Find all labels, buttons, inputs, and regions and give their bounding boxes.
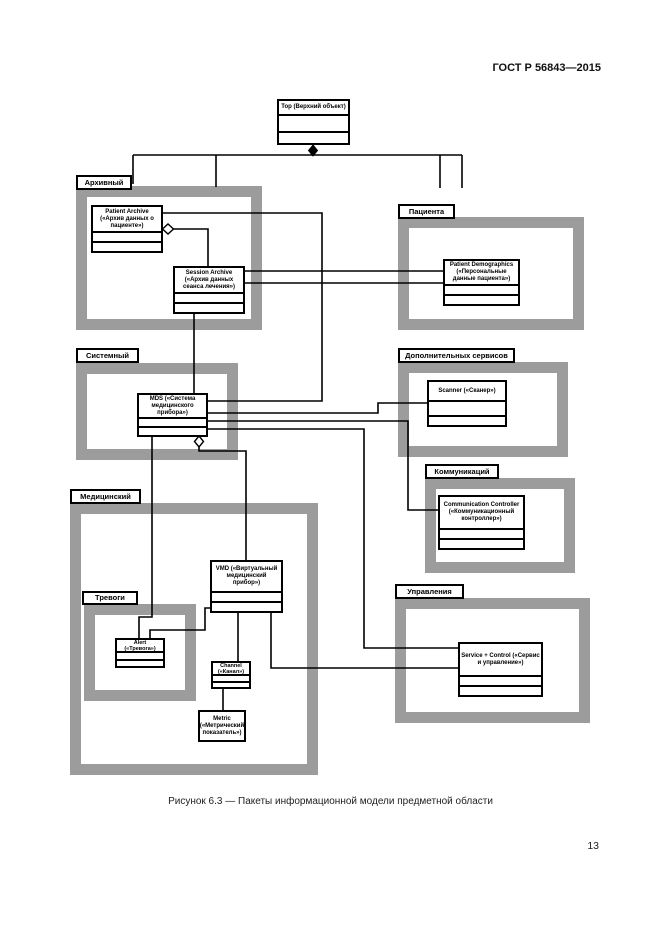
class-top-attributes: [279, 116, 348, 133]
class-communication-controller-attributes: [440, 530, 523, 540]
package-patient-frame: [398, 217, 584, 330]
class-mds: MDS («Система медицинского прибора»): [137, 393, 208, 437]
class-patient-demographics-attributes: [445, 286, 518, 296]
class-mds-operations: [139, 428, 206, 435]
class-session-archive-operations: [175, 304, 243, 312]
class-scanner-attributes: [429, 402, 505, 417]
class-top: Top (Верхний объект): [277, 99, 350, 145]
class-communication-controller-title: Communication Controller («Коммуникацион…: [440, 497, 523, 530]
edge-patient-archive-mds: [163, 212, 323, 402]
class-patient-demographics-title: Patient Demographics («Персональные данн…: [445, 261, 518, 286]
diamond-mds-aggregation: [193, 434, 205, 449]
edge-vmd-service-control: [270, 613, 458, 669]
class-vmd: VMD («Виртуальный медицинский прибор»): [210, 560, 283, 613]
edge-mds-scanner: [208, 402, 427, 414]
class-mds-attributes: [139, 419, 206, 428]
figure-caption: Рисунок 6.3 — Пакеты информационной моде…: [168, 796, 493, 807]
package-alerts-frame: [84, 604, 196, 701]
edge-mds-alert: [138, 437, 153, 638]
package-communication-label: Коммуникаций: [425, 464, 499, 479]
edge-mds-vmd: [198, 447, 247, 560]
class-top-title: Top (Верхний объект): [279, 101, 348, 116]
class-communication-controller: Communication Controller («Коммуникацион…: [438, 495, 525, 550]
class-alert-operations: [117, 661, 163, 666]
class-session-archive-title: Session Archive («Архив данных сеанса ле…: [175, 268, 243, 294]
class-alert-attributes: [117, 653, 163, 661]
class-patient-demographics: Patient Demographics («Персональные данн…: [443, 259, 520, 306]
class-alert-title: Alert («Тревога»): [117, 640, 163, 653]
class-service-control: Service + Control («Сервис и управление»…: [458, 642, 543, 697]
class-alert: Alert («Тревога»): [115, 638, 165, 668]
diamond-patient-archive-aggregation: [161, 223, 175, 235]
class-metric: Metric («Метрический показатель»): [198, 710, 246, 742]
package-alerts-label: Тревоги: [82, 591, 138, 605]
class-channel-title: Channel («Канал»): [213, 663, 249, 676]
edge-patient-archive-session-archive: [173, 228, 209, 266]
class-patient-archive-operations: [93, 243, 161, 251]
package-medical-label: Медицинский: [70, 489, 141, 504]
class-scanner-operations: [429, 417, 505, 425]
package-archival-label: Архивный: [76, 175, 132, 190]
package-extended-services-label: Дополнительных сервисов: [398, 348, 515, 363]
class-vmd-title: VMD («Виртуальный медицинский прибор»): [212, 562, 281, 593]
class-metric-title: Metric («Метрический показатель»): [200, 715, 244, 736]
class-mds-title: MDS («Система медицинского прибора»): [139, 395, 206, 419]
edge-mds-service-control: [208, 428, 458, 649]
class-session-archive-attributes: [175, 294, 243, 304]
package-control-label: Управления: [395, 584, 464, 599]
class-communication-controller-operations: [440, 540, 523, 548]
class-service-control-attributes: [460, 677, 541, 687]
package-patient-label: Пациента: [398, 204, 455, 219]
class-session-archive: Session Archive («Архив данных сеанса ле…: [173, 266, 245, 314]
class-service-control-operations: [460, 687, 541, 695]
class-scanner-title: Scanner («Сканер»): [429, 382, 505, 402]
page-number: 13: [587, 840, 599, 852]
diamond-top-composite: [307, 144, 319, 157]
class-patient-archive-attributes: [93, 233, 161, 243]
class-top-operations: [279, 133, 348, 143]
class-patient-archive: Patient Archive («Архив данных о пациент…: [91, 205, 163, 253]
class-patient-demographics-operations: [445, 296, 518, 304]
class-service-control-title: Service + Control («Сервис и управление»…: [460, 644, 541, 677]
class-vmd-attributes: [212, 593, 281, 603]
edge-mds-communication-controller: [208, 420, 438, 511]
document-header: ГОСТ Р 56843—2015: [492, 62, 601, 74]
class-patient-archive-title: Patient Archive («Архив данных о пациент…: [93, 207, 161, 233]
class-vmd-operations: [212, 603, 281, 611]
class-scanner: Scanner («Сканер»): [427, 380, 507, 427]
package-system-label: Системный: [76, 348, 139, 363]
class-channel-attributes: [213, 676, 249, 683]
edge-vmd-alert: [149, 607, 210, 638]
class-channel: Channel («Канал»): [211, 661, 251, 689]
class-channel-operations: [213, 683, 249, 687]
